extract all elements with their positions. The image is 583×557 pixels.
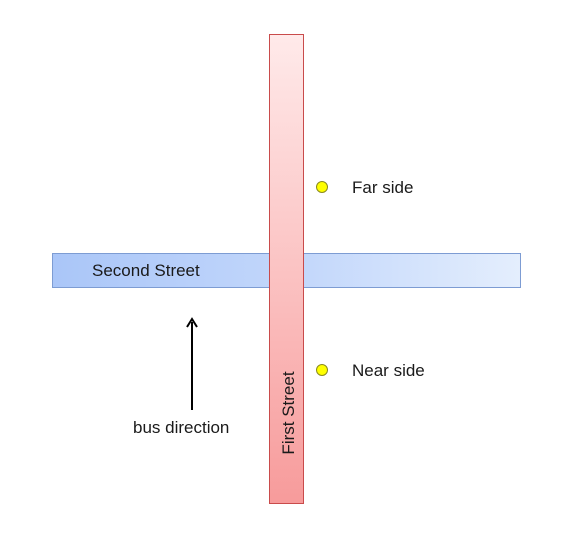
near-side-stop-marker <box>316 364 328 376</box>
far-side-label: Far side <box>352 178 414 197</box>
second-street-label: Second Street <box>92 261 200 280</box>
far-side-stop-marker <box>316 181 328 193</box>
first-street-bar <box>269 34 304 504</box>
first-street-label: First Street <box>279 371 298 455</box>
up-arrow-icon <box>186 317 198 410</box>
near-side-label: Near side <box>352 361 425 380</box>
bus-direction-label: bus direction <box>133 418 230 437</box>
